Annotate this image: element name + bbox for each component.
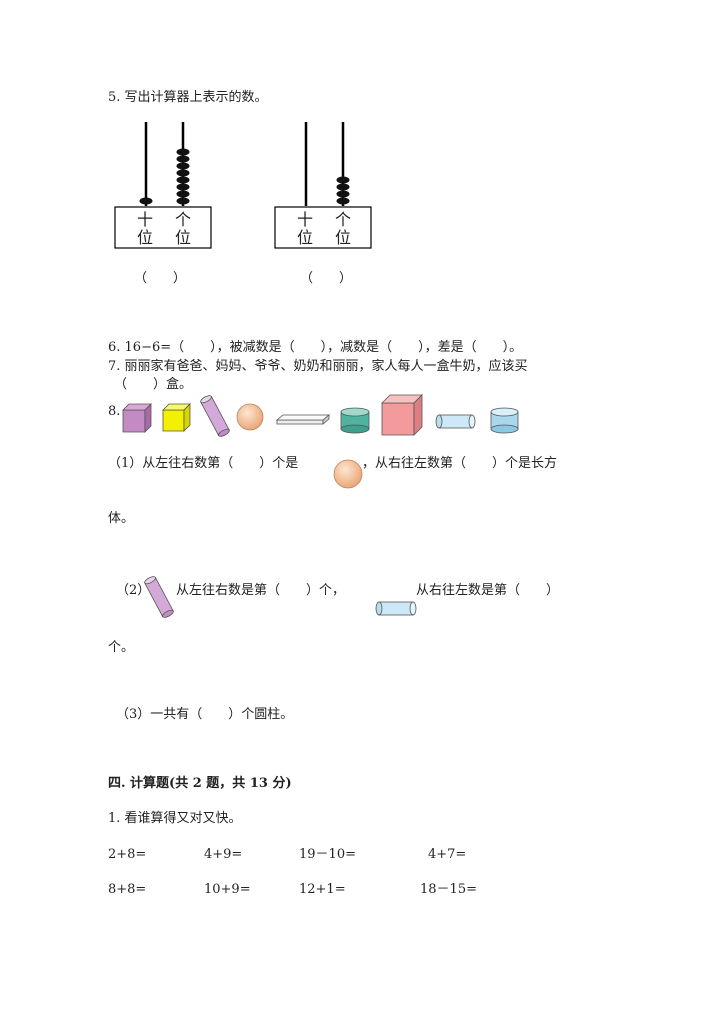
abacus-bead [336,183,350,191]
abacus-left-ones-beads [176,148,190,205]
abacus-bead [336,190,350,198]
q8-part2-d: 个。 [108,640,135,655]
q8-part2-c: 从右往左数是第（ ） [416,583,560,598]
blue-cylinder-lying-icon [435,414,476,429]
q7-line1: 7. 丽丽家有爸爸、妈妈、爷爷、奶奶和丽丽，家人每人一盒牛奶，应该买 [108,359,528,374]
blue-cylinder-lying-inline-icon [375,601,417,616]
abacus-left-ones-label: 个 位 [175,210,192,247]
abacus-bead [336,176,350,184]
purple-cylinder-inline-icon [144,576,174,618]
q8-part2-a: （2） [116,583,151,598]
calc-item: 4+9= [204,847,243,862]
section4-heading: 四. 计算题(共 2 题，共 13 分) [108,776,292,791]
abacus-bead [176,197,190,205]
flat-cuboid-icon [275,414,331,425]
q5-answer-left: （ ） [134,271,187,286]
q8-part1-c: 体。 [108,511,135,526]
calc-item: 10+9= [204,882,251,897]
abacus-bead [176,155,190,163]
abacus-bead [176,176,190,184]
q6-text: 6. 16−6=（ ），被减数是（ ），减数是（ ），差是（ ）。 [108,340,523,355]
q5-answer-right: （ ） [300,271,353,286]
q5-title: 5. 写出计算器上表示的数。 [108,90,268,105]
abacus-bead [176,183,190,191]
calc-item: 8+8= [108,882,147,897]
q8-number: 8. [108,404,121,419]
calc-item: 12+1= [299,882,346,897]
q8-part2-b: 从左往右数是第（ ）个， [176,583,346,598]
abacus-right-tens-label: 十 位 [297,210,314,247]
pink-cube-icon [381,394,423,436]
calc-item: 2+8= [108,847,147,862]
abacus-bead [176,169,190,177]
abacus-bead [139,197,153,205]
abacus-right-ones-beads [336,176,350,205]
calc-item: 19－10= [299,847,356,862]
q7-line2: （ ）盒。 [114,377,193,392]
abacus-bead [176,148,190,156]
sphere-inline-icon [333,459,363,489]
abacus-bead [176,162,190,170]
abacus-left-tens-label: 十 位 [137,210,154,247]
abacus-left-tens-beads [139,197,153,205]
q8-part1-b: ，从右往左数第（ ）个是长方 [362,456,558,471]
orange-sphere-icon [236,403,264,431]
abacus-right-ones-label: 个 位 [335,210,352,247]
abacus-bead [176,190,190,198]
q8-part3: （3）一共有（ ）个圆柱。 [116,707,294,722]
abacus-right [274,122,372,249]
blue-cylinder-icon [490,407,519,434]
yellow-cube-icon [162,403,191,432]
q8-part1-a: （1）从左往右数第（ ）个是 [108,456,299,471]
purple-cylinder-icon [200,395,230,437]
abacus-left [114,122,212,249]
calc-item: 18－15= [420,882,477,897]
q8-shapes-row [122,394,519,437]
calc-item: 4+7= [428,847,467,862]
purple-cube-icon [122,403,152,433]
abacus-bead [336,197,350,205]
section4-q1-title: 1. 看谁算得又对又快。 [108,811,242,826]
teal-cylinder-icon [340,407,370,434]
